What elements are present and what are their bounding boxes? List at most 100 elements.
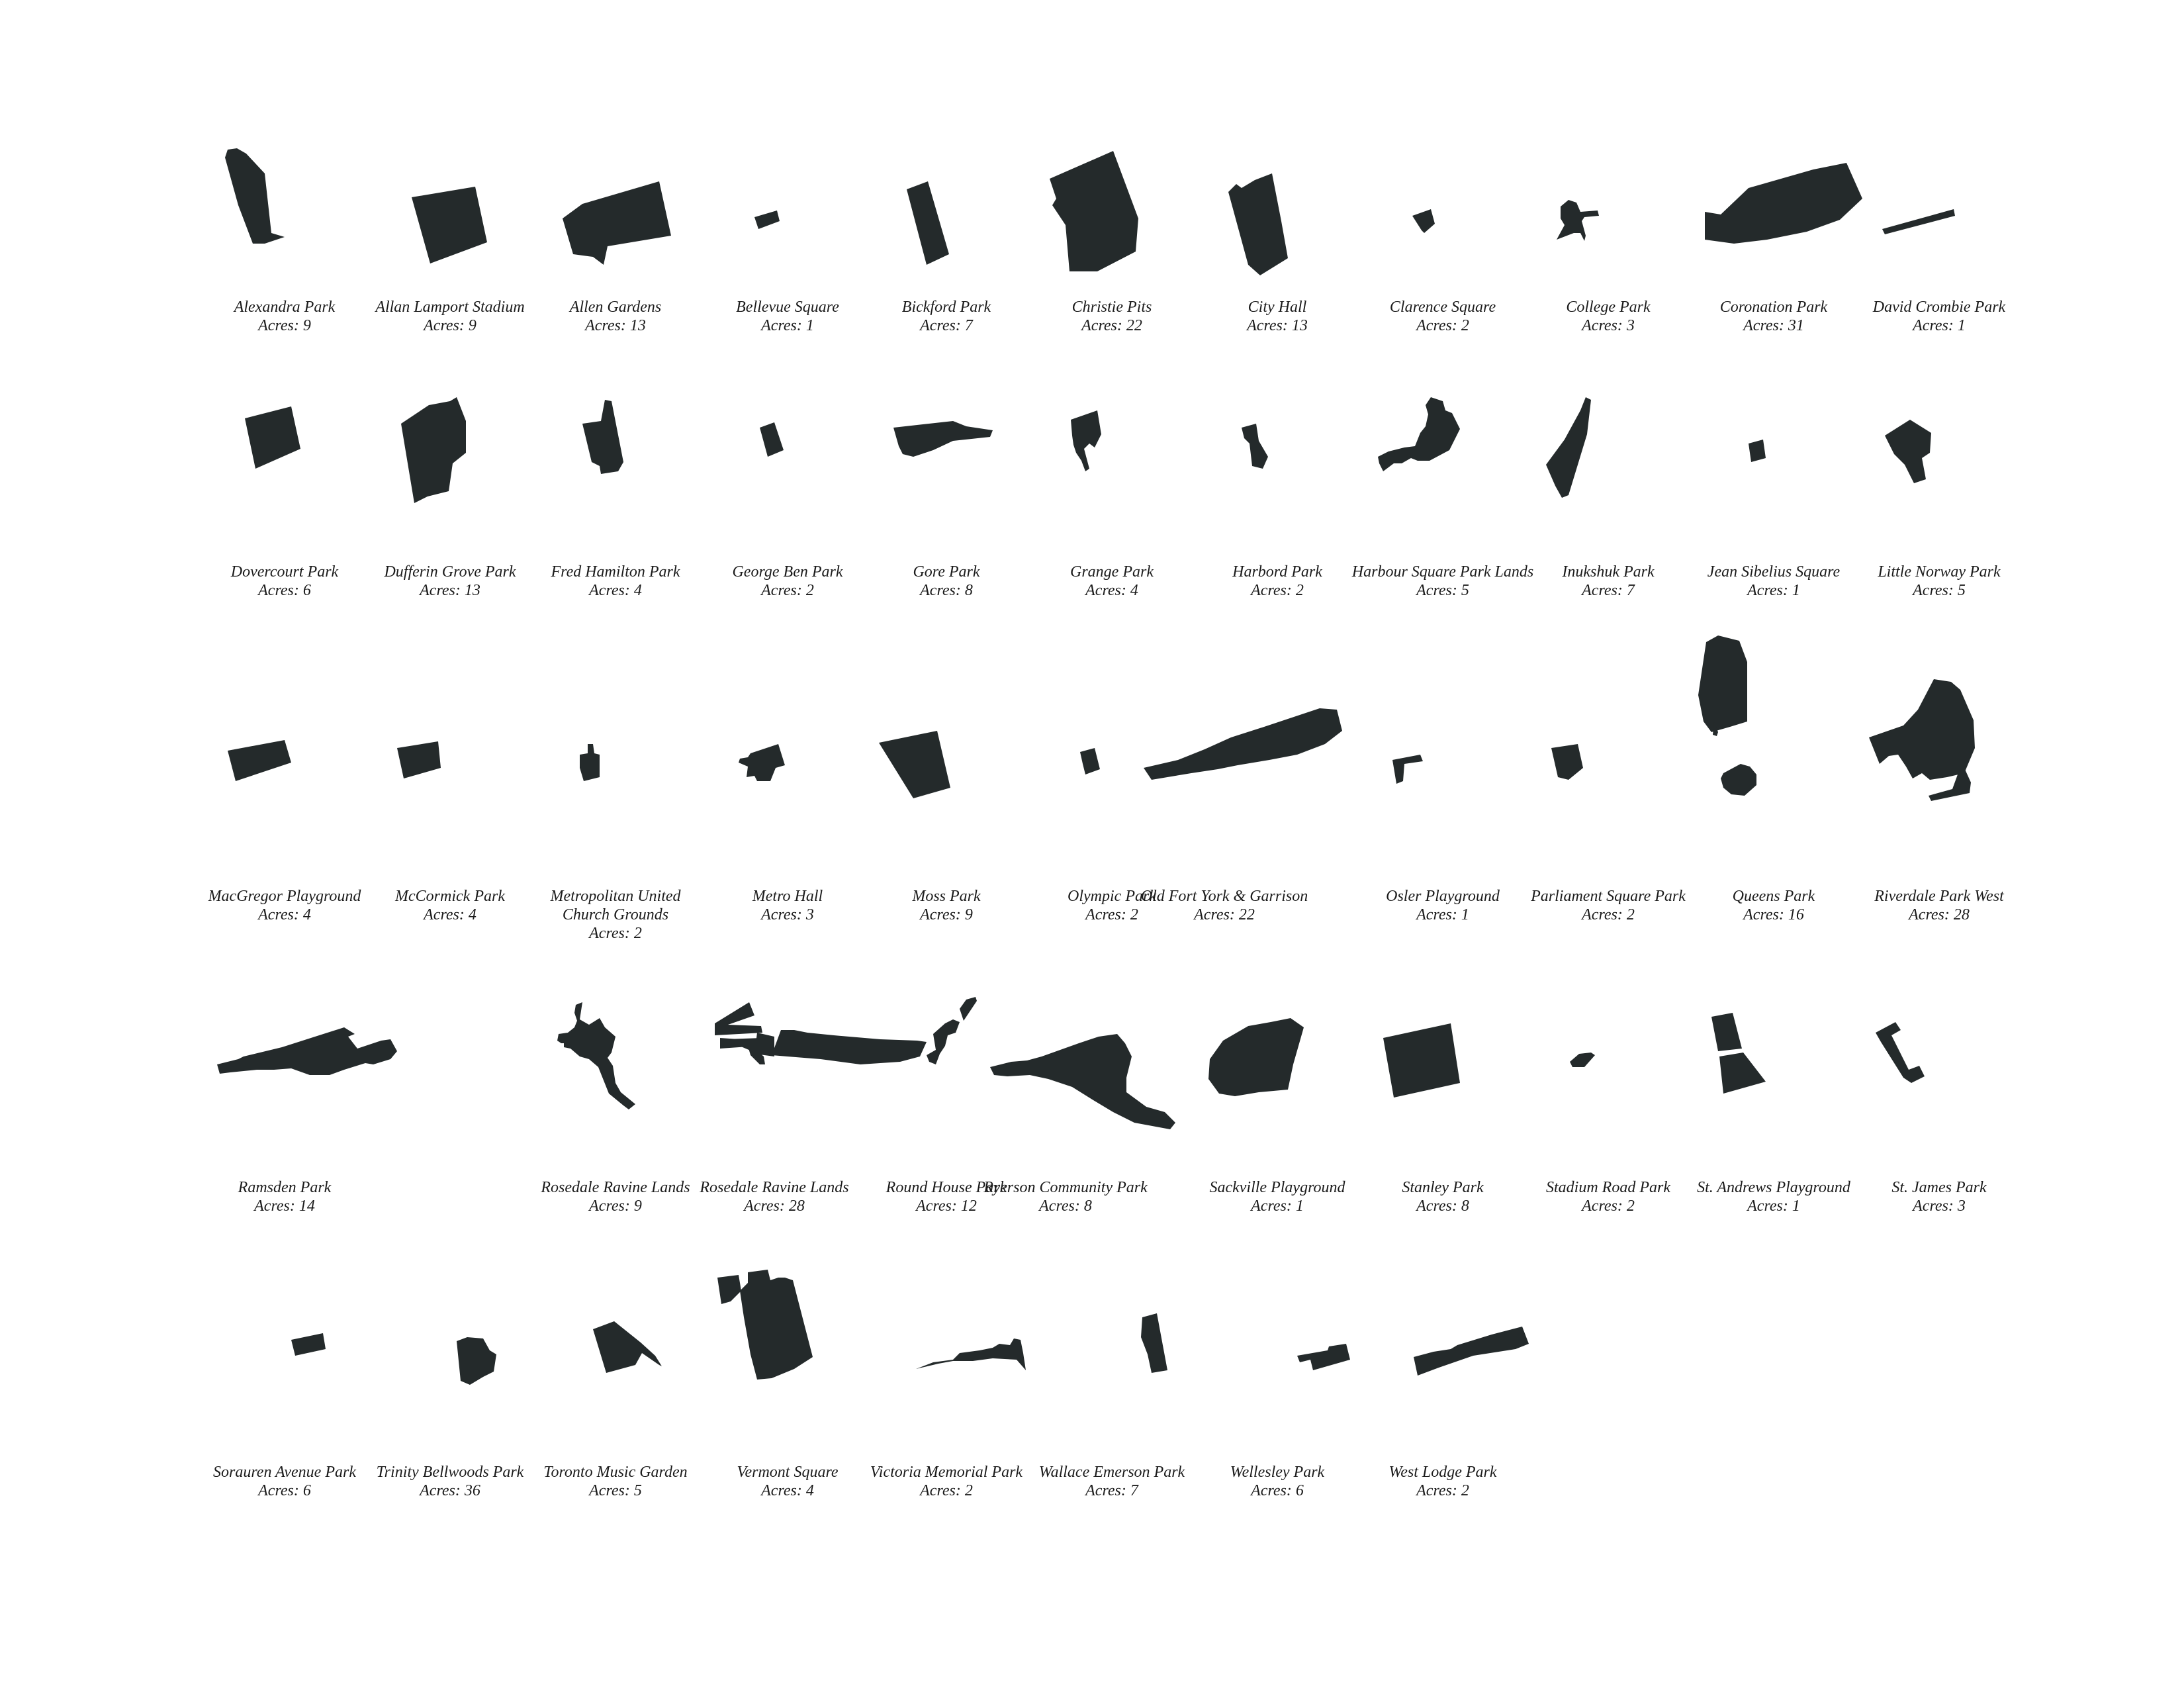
park-shape bbox=[1557, 200, 1599, 241]
park-shape bbox=[563, 181, 671, 265]
park-shape bbox=[916, 1338, 1026, 1370]
park-acres: Acres: 2 bbox=[1416, 317, 1469, 334]
park-shape bbox=[217, 1027, 397, 1075]
park-silhouette bbox=[1570, 1053, 1595, 1067]
park-acres: Acres: 6 bbox=[1251, 1482, 1304, 1499]
park-shape bbox=[1869, 679, 1975, 780]
park-silhouette bbox=[1412, 209, 1435, 233]
park-acres: Acres: 2 bbox=[1251, 582, 1304, 599]
park-name: Little Norway Park bbox=[1878, 563, 2001, 581]
park-silhouette bbox=[1383, 1023, 1460, 1098]
park-name: Allen Gardens bbox=[569, 299, 662, 316]
park-shape bbox=[893, 421, 993, 457]
park-silhouette bbox=[1876, 1022, 1925, 1083]
park-silhouette bbox=[1297, 1344, 1350, 1370]
park-name: Allan Lamport Stadium bbox=[375, 299, 525, 316]
park-name: Trinity Bellwoods Park bbox=[376, 1464, 524, 1481]
park-shape bbox=[245, 406, 300, 469]
park-name: Metro Hall bbox=[752, 888, 823, 905]
park-shape bbox=[1208, 1018, 1304, 1096]
park-shape bbox=[1882, 209, 1955, 234]
park-shape bbox=[457, 1337, 496, 1385]
park-acres: Acres: 2 bbox=[1582, 1197, 1635, 1215]
park-silhouette bbox=[1705, 163, 1862, 244]
park-acres: Acres: 7 bbox=[1085, 1482, 1138, 1499]
park-silhouette bbox=[291, 1333, 326, 1356]
park-acres: Acres: 5 bbox=[1416, 582, 1469, 599]
park-acres: Acres: 9 bbox=[258, 317, 311, 334]
park-silhouette bbox=[1885, 420, 1931, 483]
park-name: Wellesley Park bbox=[1230, 1464, 1325, 1481]
park-name: Riverdale Park West bbox=[1874, 888, 2004, 905]
park-name: Sorauren Avenue Park bbox=[213, 1464, 356, 1481]
park-shape bbox=[557, 1002, 635, 1109]
park-name: Moss Park bbox=[912, 888, 981, 905]
park-silhouette bbox=[1698, 635, 1756, 796]
park-silhouette bbox=[593, 1321, 662, 1373]
park-shape bbox=[739, 744, 785, 781]
park-shape bbox=[291, 1333, 326, 1356]
park-silhouette bbox=[754, 211, 780, 229]
park-acres: Acres: 36 bbox=[420, 1482, 480, 1499]
park-acres: Acres: 2 bbox=[761, 582, 814, 599]
park-shape bbox=[401, 397, 466, 503]
park-shape bbox=[397, 741, 441, 778]
park-silhouette bbox=[1144, 708, 1342, 780]
park-name: George Ben Park bbox=[732, 563, 843, 581]
park-acres: Acres: 7 bbox=[1582, 582, 1635, 599]
park-shape bbox=[1228, 173, 1288, 275]
park-acres: Acres: 4 bbox=[1085, 582, 1138, 599]
park-shape bbox=[1551, 744, 1583, 780]
park-silhouette bbox=[739, 744, 785, 781]
park-shape bbox=[1141, 1313, 1167, 1373]
park-shape bbox=[1383, 1023, 1460, 1098]
park-shape bbox=[1242, 424, 1268, 469]
park-name: Grange Park bbox=[1070, 563, 1154, 581]
park-name: Wallace Emerson Park bbox=[1038, 1464, 1185, 1481]
park-shape bbox=[1929, 768, 1971, 801]
park-name: Old Fort York & Garrison bbox=[1140, 888, 1308, 905]
park-acres: Acres: 8 bbox=[920, 582, 973, 599]
park-silhouette bbox=[563, 181, 671, 265]
park-name: Victoria Memorial Park bbox=[870, 1464, 1023, 1481]
park-shape bbox=[715, 1002, 762, 1035]
park-silhouette bbox=[879, 731, 950, 798]
park-shape bbox=[225, 148, 285, 244]
park-name: Gore Park bbox=[913, 563, 980, 581]
park-name: Stadium Road Park bbox=[1546, 1179, 1670, 1196]
park-name: Ryerson Community Park bbox=[983, 1179, 1148, 1196]
park-name: Metropolitan United Church Grounds bbox=[550, 888, 681, 923]
park-silhouette bbox=[1392, 755, 1423, 784]
park-acres: Acres: 22 bbox=[1081, 317, 1142, 334]
